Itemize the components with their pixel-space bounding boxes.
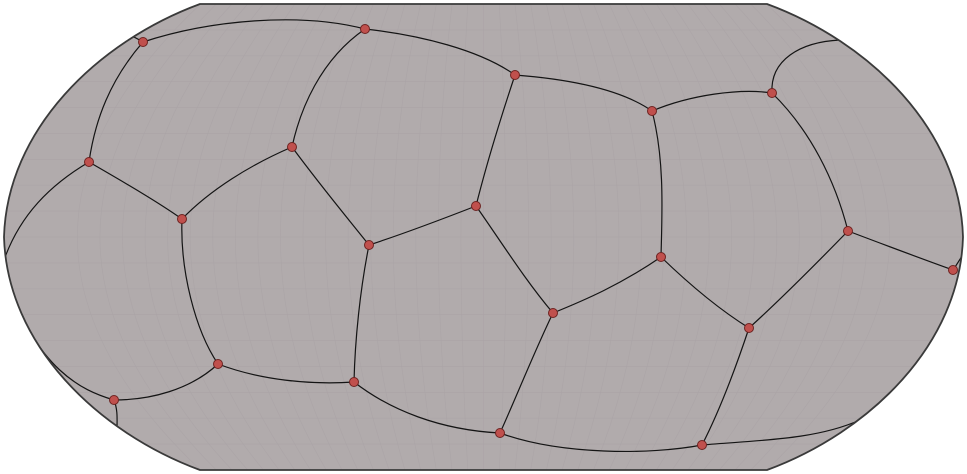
vertex-point <box>364 240 374 250</box>
edge <box>701 419 861 446</box>
edge <box>748 230 849 329</box>
vertex-point <box>548 308 558 318</box>
vertex-point <box>495 428 505 438</box>
vertex-point <box>948 265 958 275</box>
vertex-point <box>138 37 148 47</box>
vertex-point <box>697 440 707 450</box>
vertex-point <box>510 70 520 80</box>
edge <box>771 92 849 232</box>
vertex-point <box>177 214 187 224</box>
polygon-edges <box>4 19 963 453</box>
edge <box>651 90 773 112</box>
edge <box>499 312 554 434</box>
edge <box>353 244 370 383</box>
vertex-point <box>843 226 853 236</box>
edge <box>771 39 841 94</box>
edge <box>514 74 653 112</box>
edge <box>660 256 750 329</box>
edge <box>475 74 516 207</box>
edge <box>88 41 144 163</box>
edge <box>181 218 219 365</box>
edge <box>181 146 293 220</box>
vertex-point <box>360 24 370 34</box>
edge <box>368 205 477 246</box>
vertex-point <box>287 142 297 152</box>
vertex-point <box>767 88 777 98</box>
edge <box>4 161 90 261</box>
edge <box>217 363 355 384</box>
vertex-point <box>471 201 481 211</box>
edge <box>499 432 703 453</box>
vertices <box>84 24 958 450</box>
edge <box>701 327 750 446</box>
vertex-point <box>349 377 359 387</box>
vertex-point <box>109 395 119 405</box>
edge <box>113 363 219 401</box>
vertex-point <box>656 252 666 262</box>
edge <box>142 19 366 43</box>
edge <box>291 28 366 148</box>
graticule <box>4 4 963 470</box>
edge <box>651 110 663 258</box>
edge <box>552 256 662 314</box>
vertex-point <box>744 323 754 333</box>
edge <box>847 230 954 271</box>
vertex-point <box>213 359 223 369</box>
map-outline <box>3 3 964 471</box>
vertex-point <box>84 157 94 167</box>
edge <box>353 381 501 434</box>
vertex-point <box>647 106 657 116</box>
edge <box>291 146 370 246</box>
edge <box>364 28 516 76</box>
edge <box>88 161 183 220</box>
edge <box>475 205 554 314</box>
